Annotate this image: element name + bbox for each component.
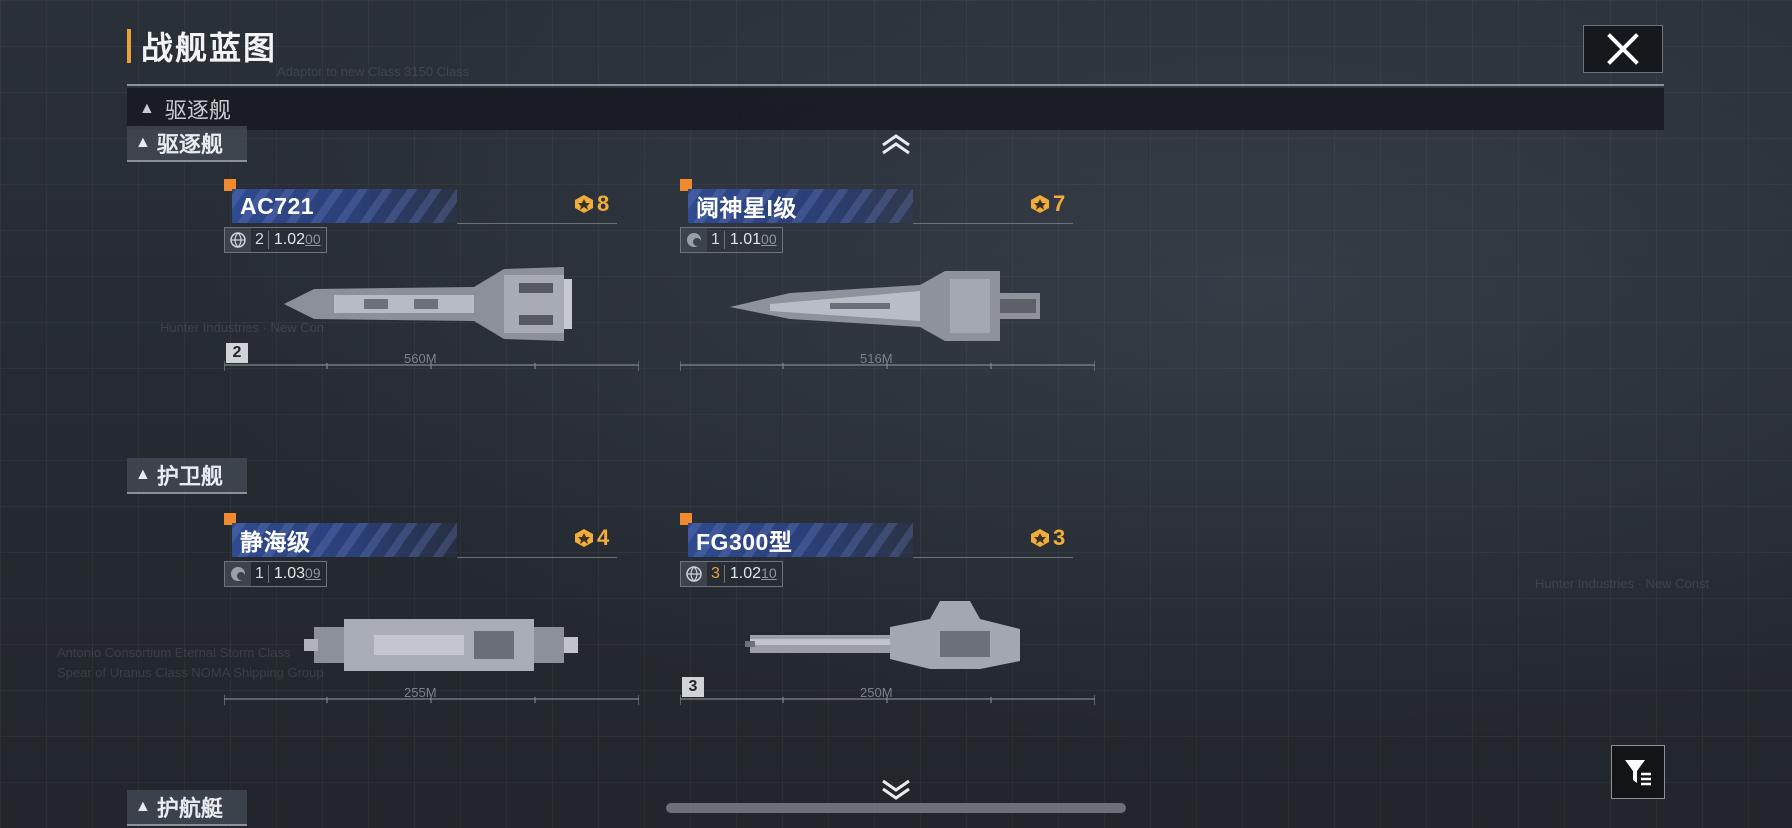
globe-icon — [225, 228, 251, 252]
bg-decor-text: Hunter Industries · New Con — [160, 320, 325, 335]
close-icon — [1607, 33, 1639, 65]
ship-rank: 8 — [574, 191, 609, 217]
bg-decor-text: Hunter Industries · New Const — [1535, 576, 1710, 591]
ship-stats: 1 1.0309 — [224, 561, 327, 587]
globe-icon — [681, 562, 707, 586]
bg-decor-text: Adaptor to new Class 3150 Class — [277, 64, 470, 79]
rank-emblem-icon — [575, 195, 593, 213]
close-button[interactable] — [1583, 25, 1663, 73]
section-tab-destroyer[interactable]: ▲ 驱逐舰 — [127, 126, 247, 162]
filter-button[interactable] — [1611, 745, 1665, 799]
new-indicator — [224, 513, 236, 525]
ship-length: 250M — [860, 685, 893, 700]
ship-card-fg300[interactable]: FG300型 3 3 1.0210 3 250M — [680, 513, 1100, 713]
ship-name-plate: 阋神星I级 — [688, 189, 913, 223]
ship-card-ac721[interactable]: AC721 8 2 1.0200 2 560M — [224, 179, 644, 379]
ship-count: 3 — [707, 565, 725, 583]
version-sub: 09 — [305, 565, 321, 581]
section-label: 驱逐舰 — [156, 132, 223, 157]
section-label: 护卫舰 — [156, 464, 223, 489]
ship-count: 1 — [707, 231, 725, 249]
title-accent-bar — [127, 29, 131, 63]
new-indicator — [680, 179, 692, 191]
page-title-text: 战舰蓝图 — [141, 30, 278, 66]
length-ruler — [680, 695, 1095, 705]
ship-length: 560M — [404, 351, 437, 366]
triangle-icon: ▲ — [139, 100, 155, 117]
length-ruler — [224, 695, 639, 705]
ship-blueprint-image — [284, 267, 572, 341]
rank-emblem-icon — [1031, 195, 1049, 213]
new-indicator — [224, 179, 236, 191]
rank-value: 8 — [597, 191, 610, 216]
rank-value: 7 — [1053, 191, 1066, 216]
rank-emblem-icon — [575, 529, 593, 547]
ship-version: 1.0309 — [273, 565, 321, 582]
ship-name: AC721 — [240, 192, 315, 219]
ship-card-eris-i[interactable]: 阋神星I级 7 1 1.0100 516M — [680, 179, 1100, 379]
ship-stats: 2 1.0200 — [224, 227, 327, 253]
ship-name: FG300型 — [696, 529, 793, 555]
new-indicator — [680, 513, 692, 525]
sticky-section-label: 驱逐舰 — [164, 98, 231, 123]
filter-icon — [1625, 760, 1651, 786]
rank-value: 4 — [597, 525, 610, 550]
ship-blueprint-image — [745, 601, 1020, 669]
bg-decor-text: Spear of Uranus Class NOMA Shipping Grou… — [57, 665, 324, 680]
leader-line — [457, 223, 617, 224]
ship-rank: 7 — [1030, 191, 1065, 217]
chevron-down-icon[interactable] — [880, 778, 912, 800]
ship-length: 516M — [860, 351, 893, 366]
faction-icon — [225, 562, 251, 586]
version-sub: 00 — [305, 231, 321, 247]
ship-count: 1 — [251, 565, 269, 583]
ship-name-plate: FG300型 — [688, 523, 913, 557]
length-ruler — [224, 361, 639, 371]
scrollbar[interactable] — [666, 803, 1126, 813]
sticky-section-header[interactable]: ▲ 驱逐舰 — [127, 88, 1664, 130]
ship-name: 静海级 — [240, 529, 311, 555]
leader-line — [913, 223, 1073, 224]
ship-rank: 4 — [574, 525, 609, 551]
ship-rank: 3 — [1030, 525, 1065, 551]
section-tab-frigate[interactable]: ▲ 护卫舰 — [127, 458, 247, 494]
leader-line — [913, 557, 1073, 558]
page-title: 战舰蓝图 — [127, 26, 277, 66]
tier-badge: 2 — [226, 343, 248, 363]
version-sub: 10 — [761, 565, 777, 581]
ship-count: 2 — [251, 231, 269, 249]
ship-blueprint-image — [730, 271, 1040, 341]
ship-name: 阋神星I级 — [696, 195, 797, 221]
section-tab-escort[interactable]: ▲ 护航艇 — [127, 790, 247, 826]
ship-version: 1.0100 — [729, 231, 777, 248]
ship-card-jinghai[interactable]: 静海级 4 1 1.0309 255M — [224, 513, 644, 713]
triangle-icon: ▲ — [135, 466, 151, 483]
ship-length: 255M — [404, 685, 437, 700]
length-ruler — [680, 361, 1095, 371]
chevron-up-icon[interactable] — [880, 133, 912, 155]
tier-badge: 3 — [682, 677, 704, 697]
header-rule — [127, 84, 1664, 86]
rank-emblem-icon — [1031, 529, 1049, 547]
ship-stats: 1 1.0100 — [680, 227, 783, 253]
leader-line — [457, 557, 617, 558]
rank-value: 3 — [1053, 525, 1066, 550]
ship-version: 1.0210 — [729, 565, 777, 582]
faction-icon — [681, 228, 707, 252]
bg-decor-text: Antonio Consortium Eternal Storm Class — [57, 645, 291, 660]
version-sub: 00 — [761, 231, 777, 247]
ship-name-plate: 静海级 — [232, 523, 457, 557]
ship-stats: 3 1.0210 — [680, 561, 783, 587]
ship-name-plate: AC721 — [232, 189, 457, 223]
triangle-icon: ▲ — [135, 134, 151, 151]
ship-blueprint-image — [304, 619, 578, 671]
triangle-icon: ▲ — [135, 798, 151, 815]
ship-version: 1.0200 — [273, 231, 321, 248]
section-label: 护航艇 — [156, 796, 223, 821]
